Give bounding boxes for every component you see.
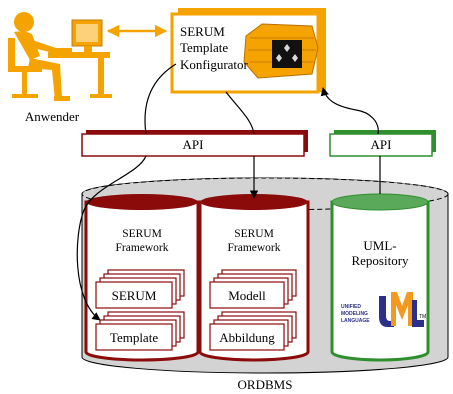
api-right-label: API	[371, 137, 392, 152]
uml-logo-line-2: MODELING	[341, 311, 368, 317]
uml-logo-line-1: UNIFIED	[341, 304, 361, 310]
user-figure-icon	[8, 12, 112, 101]
uml-logo-line-3: LANGUAGE	[341, 318, 370, 324]
uml-logo-icon: UNIFIED MODELING LANGUAGE TM	[341, 292, 426, 327]
uml-repository-cylinder: UML- Repository UNIFIED MODELING LANGUAG…	[330, 193, 430, 362]
configurator-line-1: SERUM	[180, 24, 225, 39]
stack-serum: SERUM	[95, 269, 185, 309]
connector-configurator-to-framework-mid	[225, 91, 254, 198]
configurator-box: SERUM Template Konfigurator	[170, 8, 326, 94]
api-left-box: API	[81, 130, 308, 157]
uml-logo-trademark: TM	[419, 314, 426, 320]
framework-left-cylinder: SERUM Framework SERUM Template	[84, 194, 200, 362]
framework-left-title-2: Framework	[115, 242, 168, 254]
ordbms-label: ORDBMS	[238, 377, 293, 392]
connector-configurator-to-framework-left	[76, 63, 177, 320]
brick-wall-icon	[243, 23, 319, 79]
stack-modell: Modell	[209, 269, 297, 309]
stack-template-label: Template	[110, 330, 158, 345]
framework-mid-title-2: Framework	[227, 242, 280, 254]
stack-serum-label: SERUM	[112, 288, 157, 303]
stack-template: Template	[95, 311, 185, 351]
stack-modell-label: Modell	[228, 288, 266, 303]
api-right-box: API	[329, 130, 436, 157]
uml-repo-title-1: UML-	[363, 238, 396, 253]
stack-abbildung-label: Abbildung	[219, 330, 275, 345]
stack-abbildung: Abbildung	[209, 311, 297, 351]
uml-repo-title-2: Repository	[351, 253, 409, 268]
framework-left-title-1: SERUM	[122, 228, 162, 240]
configurator-line-2: Template	[180, 40, 228, 55]
api-left-label: API	[183, 137, 204, 152]
framework-mid-cylinder: SERUM Framework Modell Abbildung	[198, 194, 310, 362]
framework-mid-title-1: SERUM	[234, 228, 274, 240]
connector-uml-to-configurator	[320, 87, 379, 135]
configurator-line-3: Konfigurator	[180, 57, 249, 72]
user-label: Anwender	[25, 109, 80, 124]
